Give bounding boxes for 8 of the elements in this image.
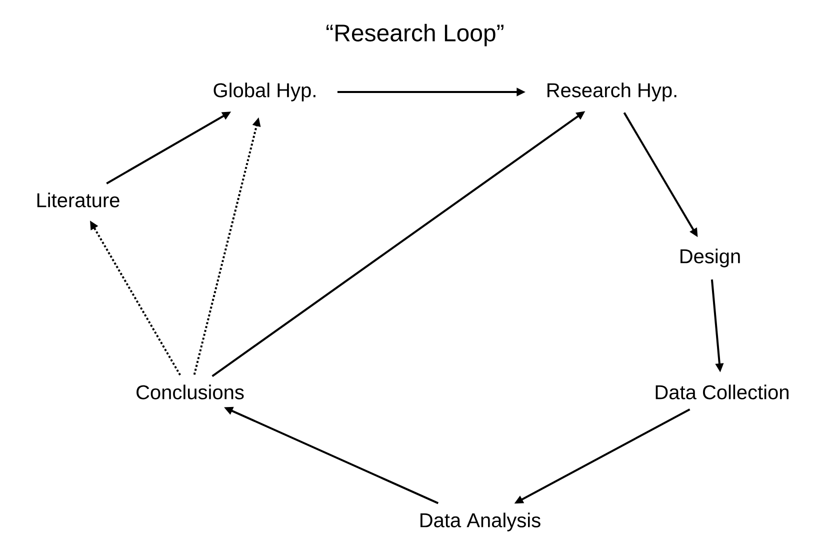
step-label: Literature	[37, 192, 120, 208]
step-label: Conclusions	[136, 384, 244, 400]
title: “Research Loop”	[326, 24, 504, 46]
step-label: Global Hyp.	[214, 82, 316, 102]
step-label: Data Collection	[656, 384, 788, 400]
step-label: Research Hyp.	[548, 82, 676, 102]
step-label: Data Analysis	[420, 512, 540, 532]
step-label: Design	[680, 248, 740, 268]
